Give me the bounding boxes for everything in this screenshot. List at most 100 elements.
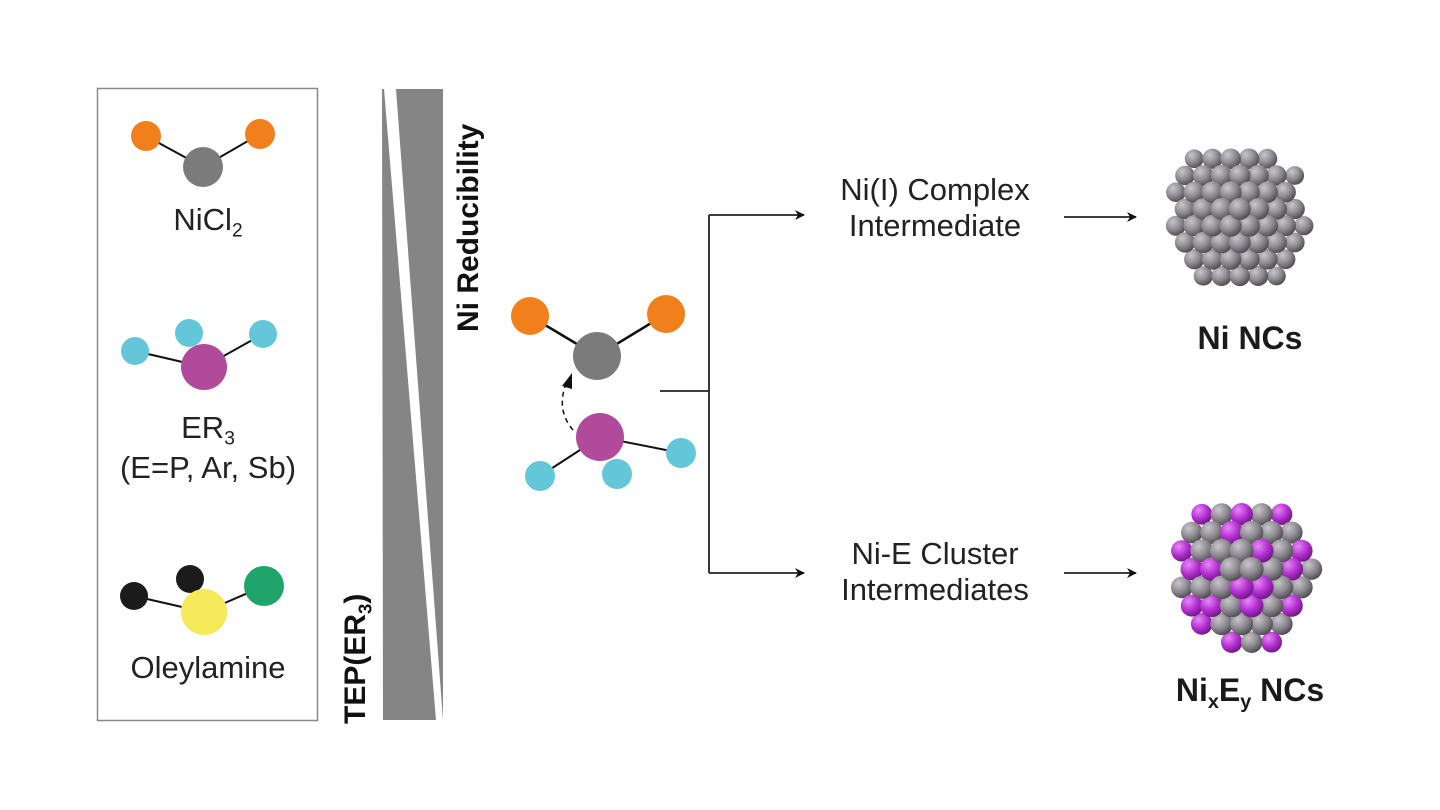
nicl2-label: NiCl2 [118, 202, 298, 241]
ni-atom-sphere [1238, 148, 1260, 169]
ni-atom-sphere [1280, 521, 1303, 544]
tep-wedge [382, 89, 436, 720]
oleylamine-molecule [120, 565, 284, 635]
ni-atom-sphere [1270, 612, 1293, 635]
nitrogen-atom [181, 589, 227, 635]
tep-text: TEP(ER [339, 613, 372, 724]
r-group-atom [525, 461, 555, 491]
center-nicl2-molecule [511, 295, 685, 380]
ni-atom-sphere [1284, 232, 1305, 253]
ni-atom-sphere [1219, 181, 1242, 204]
ni-ncs-label: Ni NCs [1197, 320, 1303, 356]
ni-atom-sphere [1181, 521, 1203, 544]
nickel-atom [183, 147, 223, 187]
ni-atom-sphere [1210, 231, 1233, 254]
ni-e-cluster-line1: Ni-E Cluster [851, 536, 1019, 571]
e-atom-sphere [1249, 538, 1274, 563]
e-atom-sphere [1280, 594, 1303, 617]
e-atom-sphere [1190, 613, 1213, 635]
nicl2-text: NiCl [173, 202, 232, 237]
e-atom-sphere [1290, 539, 1313, 562]
nixey-ni: Ni [1175, 672, 1208, 708]
ni-atom-sphere [1229, 265, 1251, 287]
ni-atom-sphere [1250, 503, 1273, 526]
ni-atom-sphere [1257, 148, 1278, 169]
er3-molecule [121, 319, 277, 390]
pnictogen-atom [576, 413, 624, 461]
ni-atom-sphere [1170, 576, 1193, 599]
green-atom [244, 566, 284, 606]
ni-atom-sphere [1174, 198, 1196, 220]
ni-atom-sphere [1259, 593, 1284, 618]
nixey-y-subscript: y [1240, 690, 1252, 713]
ni-nanocrystal [1165, 148, 1314, 287]
r-group-atom [602, 459, 632, 489]
ni-atom-sphere [1190, 575, 1214, 599]
r-group-atom [249, 320, 277, 348]
nickel-atom [573, 332, 621, 380]
nixey-ncs-label: NixEy NCs [1140, 672, 1360, 712]
ni-atom-sphere [1201, 248, 1223, 270]
tep-close: ) [339, 593, 372, 604]
ni1-complex-intermediate-label: Ni(I) Complex Intermediate [800, 172, 1070, 244]
er3-label: ER3 [98, 410, 318, 449]
ni-atom-sphere [1275, 249, 1296, 270]
ni-atom-sphere [1228, 198, 1251, 220]
ni-atom-sphere [1228, 231, 1251, 254]
ni-atom-sphere [1259, 557, 1284, 581]
ni-atom-sphere [1219, 593, 1244, 618]
ni-atom-sphere [1248, 265, 1269, 286]
ni-atom-sphere [1175, 165, 1195, 186]
ni-atom-sphere [1269, 575, 1294, 600]
ni-atom-sphere [1184, 149, 1204, 169]
nixey-e: E [1218, 672, 1241, 708]
ni-atom-sphere [1166, 182, 1186, 203]
r-group-atom [666, 438, 696, 468]
coordination-arrow-head [562, 373, 572, 389]
ni-atom-sphere [1238, 214, 1260, 237]
ni-atom-sphere [1210, 198, 1233, 220]
ni-atom-sphere [1239, 520, 1264, 545]
carbon-atom [176, 565, 204, 593]
e-atom-sphere [1220, 631, 1243, 653]
e-atom-sphere [1200, 594, 1224, 618]
e-atom-sphere [1270, 503, 1293, 525]
nixey-x-subscript: x [1207, 690, 1219, 713]
e-atom-sphere [1239, 593, 1264, 618]
ni-atom-sphere [1300, 558, 1323, 580]
ni-atom-sphere [1209, 575, 1234, 600]
reagent-box [96, 87, 319, 722]
e-atom-sphere [1249, 575, 1274, 600]
ni-atom-sphere [1265, 231, 1287, 253]
ni-atom-sphere [1269, 539, 1294, 563]
pnictogen-atom [181, 344, 227, 390]
chlorine-atom [131, 121, 161, 151]
ni-atom-sphere [1247, 198, 1270, 220]
ni-atom-sphere [1229, 538, 1254, 563]
e-atom-sphere [1180, 557, 1204, 581]
ni-atom-sphere [1174, 232, 1196, 253]
ni-atom-sphere [1192, 198, 1215, 220]
ni-atom-sphere [1284, 198, 1305, 220]
ni-atom-sphere [1275, 181, 1296, 203]
ni-atom-sphere [1190, 539, 1214, 563]
e-atom-sphere [1171, 540, 1193, 562]
ni-atom-sphere [1210, 164, 1233, 187]
ni-e-cluster-line2: Intermediates [841, 572, 1029, 607]
ni-atom-sphere [1285, 166, 1305, 185]
tep-subscript: 3 [354, 603, 376, 614]
branch-connector [660, 210, 805, 578]
ni-atom-sphere [1201, 214, 1224, 237]
e-atom-sphere [1229, 575, 1254, 600]
ni-atom-sphere [1220, 248, 1242, 270]
chlorine-atom [245, 119, 275, 149]
ni-atom-sphere [1238, 181, 1260, 204]
center-er3-molecule [525, 413, 696, 491]
e-atom-sphere [1180, 594, 1203, 617]
ni-atom-sphere [1210, 612, 1234, 636]
ni-atom-sphere [1256, 181, 1278, 203]
ni-atom-sphere [1201, 181, 1224, 204]
ni-reducibility-axis-label: Ni Reducibility [452, 123, 485, 332]
ni-atom-sphere [1229, 164, 1251, 187]
